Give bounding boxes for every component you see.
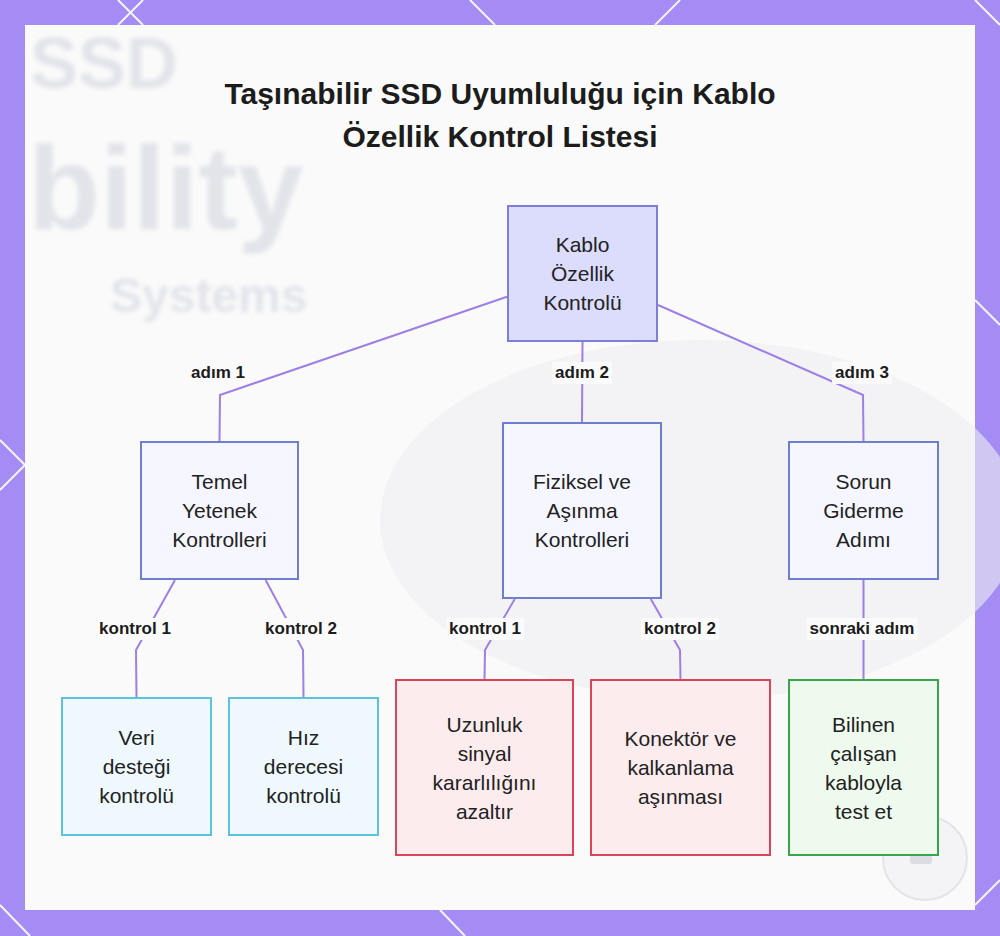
edge-label: kontrol 2 xyxy=(641,618,719,640)
edge-label: adım 3 xyxy=(832,362,892,384)
edge-label: adım 1 xyxy=(188,362,248,384)
process-box: Konektör ve kalkanlama aşınması xyxy=(590,679,771,856)
ornament-line xyxy=(0,465,25,490)
blurred-device xyxy=(380,340,1000,700)
edge-label: kontrol 2 xyxy=(262,618,340,640)
node-label: Fiziksel ve Aşınma Kontrolleri xyxy=(530,467,634,554)
ornament-line xyxy=(655,0,680,25)
ornament-line xyxy=(440,910,465,936)
ornament-line xyxy=(975,300,1000,325)
ornament-line xyxy=(470,0,495,25)
node-content: Fiziksel ve Aşınma Kontrolleri xyxy=(530,467,634,554)
ornament-line xyxy=(118,0,143,25)
process-box: Hız derecesi kontrolü xyxy=(228,697,379,836)
process-box: Bilinen çalışan kabloyla test et xyxy=(788,679,939,856)
watermark-text: bility xyxy=(28,120,303,256)
node-label: Konektör ve kalkanlama aşınması xyxy=(624,724,738,811)
node-label: Sorun Giderme Adımı xyxy=(812,467,916,554)
ornament-line xyxy=(118,0,143,25)
process-box: Fiziksel ve Aşınma Kontrolleri xyxy=(502,422,662,599)
process-box: Kablo Özellik Kontrolü xyxy=(507,205,658,342)
node-content: Uzunluk sinyal kararlılığını azaltır xyxy=(419,710,551,826)
node-content: Bilinen çalışan kabloyla test et xyxy=(817,710,911,826)
process-box: Sorun Giderme Adımı xyxy=(788,441,939,580)
node-label: Uzunluk sinyal kararlılığını azaltır xyxy=(419,710,551,826)
process-box: Temel Yetenek Kontrolleri xyxy=(140,441,299,580)
watermark-text: SSD xyxy=(30,22,178,104)
node-content: Konektör ve kalkanlama aşınması xyxy=(624,724,738,811)
node-content: Kablo Özellik Kontrolü xyxy=(531,230,635,317)
ornament-line xyxy=(0,905,30,936)
watermark-text: Systems xyxy=(110,268,307,323)
node-content: Temel Yetenek Kontrolleri xyxy=(164,467,276,554)
edge-label: sonraki adım xyxy=(807,618,918,640)
node-label: Hız derecesi kontrolü xyxy=(258,723,350,810)
node-label: Veri desteği kontrolü xyxy=(91,723,183,810)
edge-label: kontrol 1 xyxy=(446,618,524,640)
edge-label: kontrol 1 xyxy=(96,618,174,640)
edge-label: adım 2 xyxy=(552,362,612,384)
ornament-line xyxy=(975,880,1000,905)
node-label: Kablo Özellik Kontrolü xyxy=(531,230,635,317)
node-label: Bilinen çalışan kabloyla test et xyxy=(817,710,911,826)
node-label: Temel Yetenek Kontrolleri xyxy=(164,467,276,554)
node-content: Hız derecesi kontrolü xyxy=(258,723,350,810)
diagram-title: Taşınabilir SSD Uyumluluğu için Kablo Öz… xyxy=(200,72,800,158)
ornament-line xyxy=(0,440,25,465)
process-box: Veri desteği kontrolü xyxy=(61,697,212,836)
node-content: Veri desteği kontrolü xyxy=(91,723,183,810)
process-box: Uzunluk sinyal kararlılığını azaltır xyxy=(395,679,574,856)
node-content: Sorun Giderme Adımı xyxy=(812,467,916,554)
ornament-line xyxy=(975,0,1000,25)
